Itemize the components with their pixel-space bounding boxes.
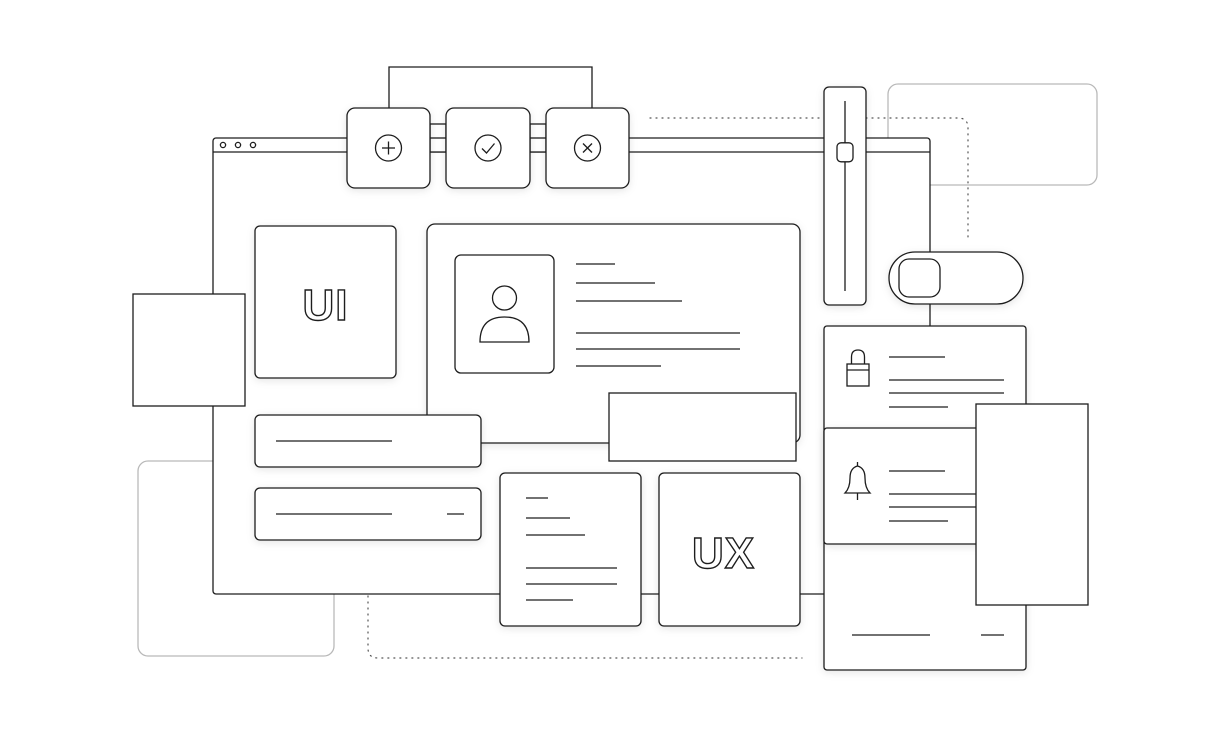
ui-card[interactable]: UI [254,225,397,379]
side-panel [975,403,1089,606]
avatar[interactable] [454,254,555,374]
select-field[interactable] [254,487,482,541]
overlay-box [608,392,797,462]
text-input-field[interactable] [254,414,482,468]
button-group-bracket [388,66,593,108]
window-dot-icon[interactable] [234,141,242,149]
plus-circle-icon [374,134,403,162]
add-button[interactable] [346,107,431,189]
bell-icon [843,462,872,500]
vertical-slider[interactable] [823,86,867,306]
toggle-knob[interactable] [898,258,941,298]
toggle-switch[interactable] [888,251,1024,305]
ux-card[interactable]: UX [658,472,801,627]
lock-icon [846,349,870,387]
window-dot-icon[interactable] [219,141,227,149]
side-panel [132,293,246,407]
lock-setting-row[interactable] [846,349,1004,408]
user-icon [479,285,530,343]
confirm-button[interactable] [445,107,531,189]
window-dot-icon[interactable] [249,141,257,149]
ux-label: UX [692,529,755,578]
text-card[interactable] [499,472,642,627]
ui-label: UI [303,281,349,330]
cancel-button[interactable] [545,107,630,189]
x-circle-icon [573,134,602,162]
dotted-connector [649,117,969,241]
dotted-connector [367,559,803,659]
slider-thumb[interactable] [836,142,854,163]
check-circle-icon [474,134,502,162]
profile-text-lines [576,263,740,367]
background-card-outline [887,83,1098,186]
